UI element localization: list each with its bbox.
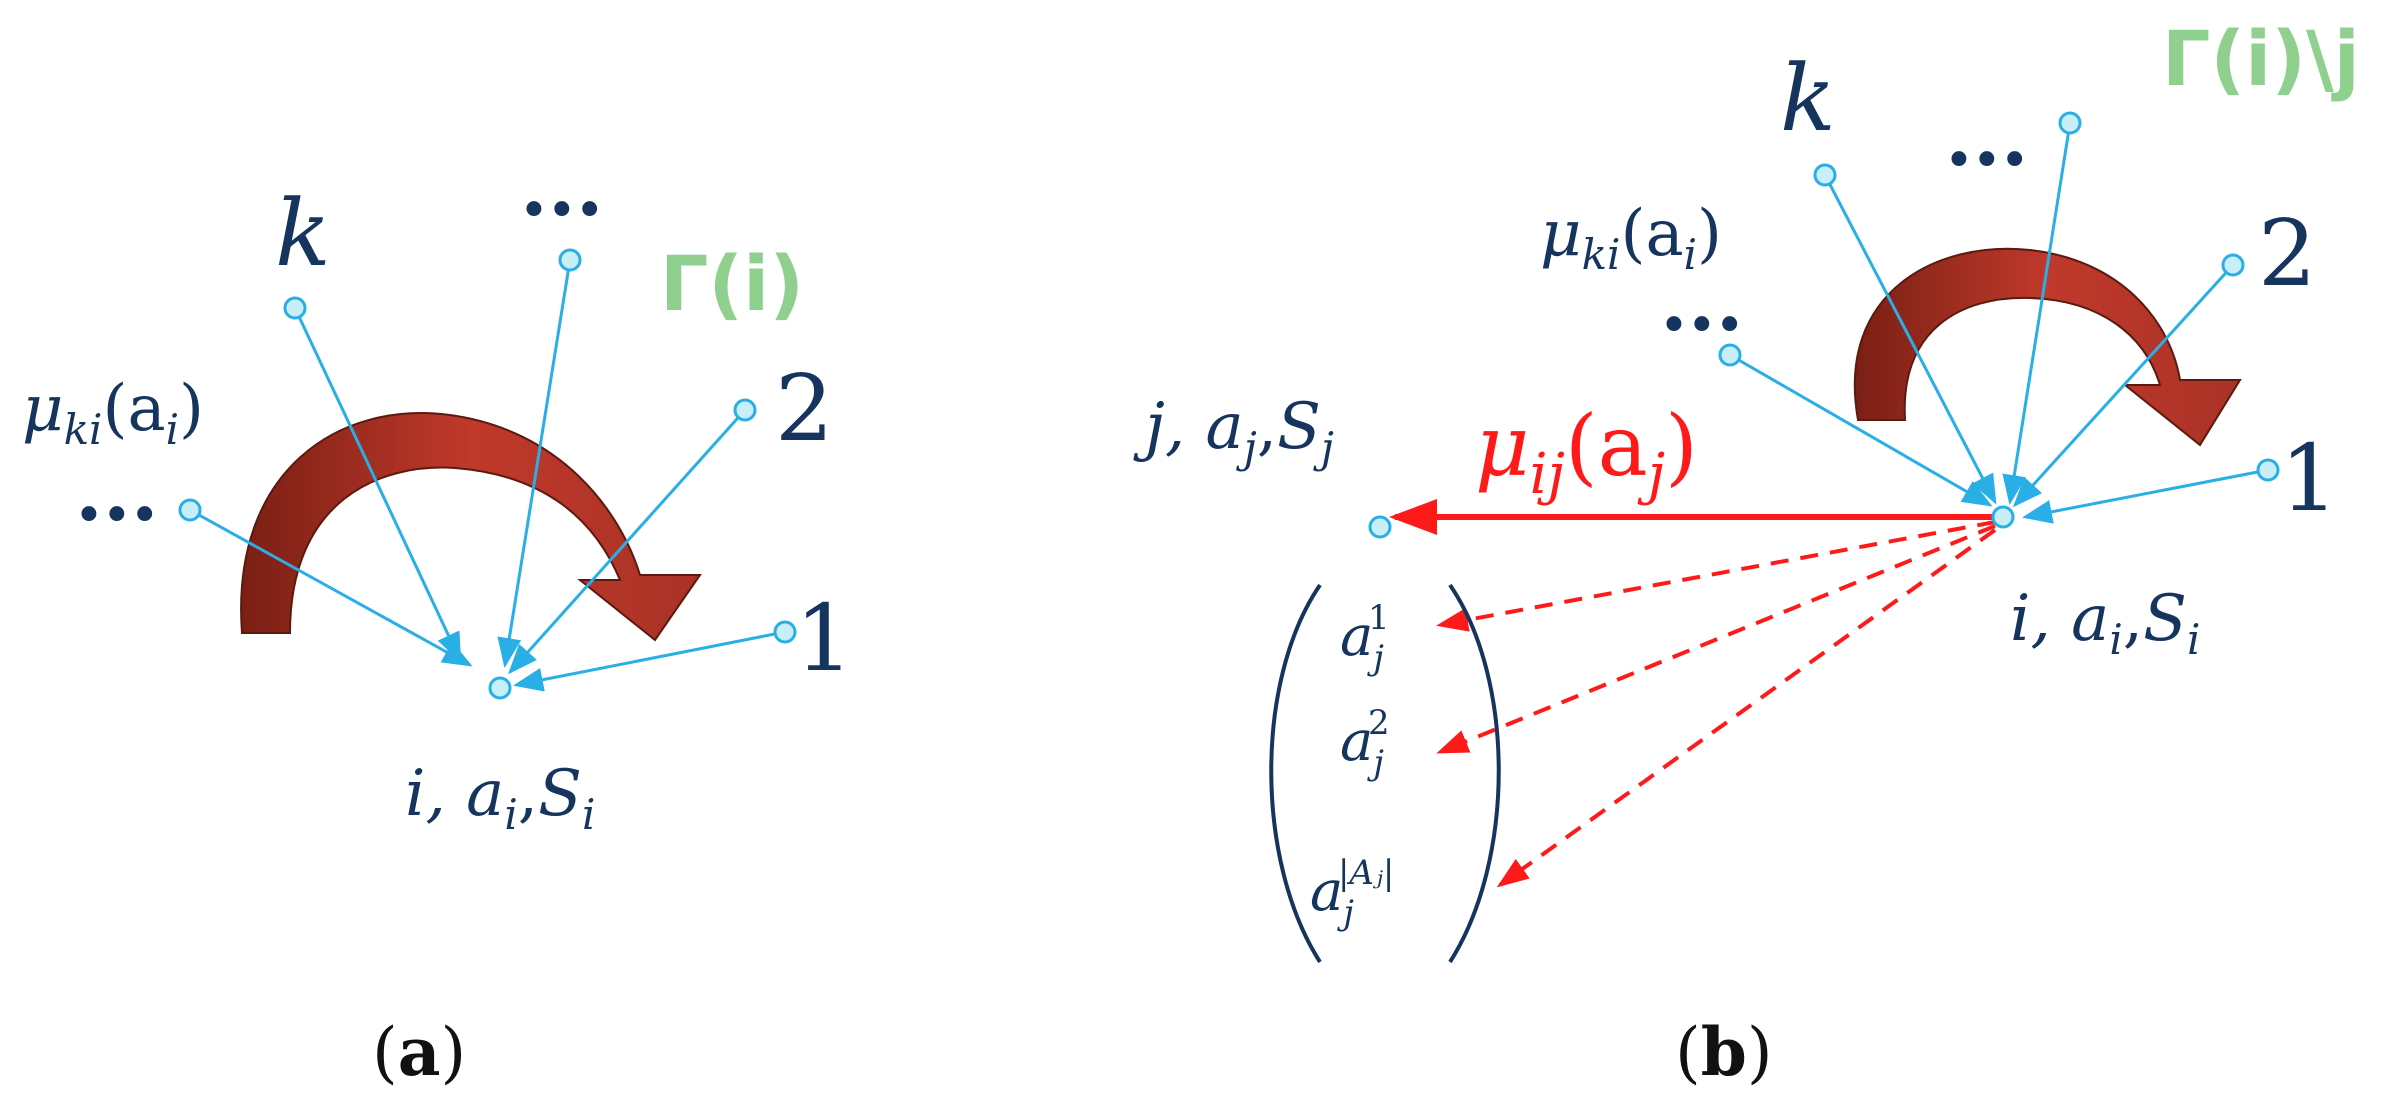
label-dots-left: ...	[75, 445, 159, 539]
option-vector: aj1 aj2 aj|Aⱼ|	[1269, 583, 1501, 964]
node-1	[773, 620, 797, 644]
edge-dots-left-to-i	[189, 508, 473, 667]
label-b-message-mu-ki: μki(ai)	[1540, 197, 1722, 279]
label-b-set-gamma: Γ(i)\j	[2162, 14, 2360, 103]
svg-text:μij(aj): μij(aj)	[1475, 397, 1698, 507]
label-b-1: 1	[2280, 425, 2339, 532]
caption-b: (b)	[1675, 1013, 1773, 1091]
node-2	[733, 398, 757, 422]
label-1: 1	[795, 585, 854, 692]
node-b-i	[1991, 505, 2015, 529]
edge-k-to-i	[293, 307, 462, 663]
label-dots-top: ...	[520, 140, 604, 234]
svg-text:μki(ai): μki(ai)	[1540, 197, 1722, 279]
svg-text:i, ai,Si: i, ai,Si	[2010, 582, 2200, 664]
label-b-k: k	[1780, 45, 1836, 152]
edge-1-to-i	[513, 630, 786, 692]
edge-b-k-to-i	[1823, 174, 1997, 505]
label-b-dots-left: ...	[1660, 255, 1744, 349]
dashed-edge-option-1	[1436, 520, 1996, 632]
svg-text:(b): (b)	[1675, 1013, 1773, 1091]
node-b-j	[1368, 515, 1392, 539]
dashed-edge-option-3	[1496, 528, 1997, 888]
node-dots-top	[558, 248, 582, 272]
label-center-i: i, ai,Si	[405, 757, 595, 839]
svg-text:j, aj,Sj: j, aj,Sj	[1133, 390, 1334, 472]
panel-b: k ... Γ(i)\j 2 1 ... μki(ai) μij(aj) j, …	[1133, 14, 2360, 1091]
caption-a: (a)	[372, 1013, 466, 1091]
label-k: k	[275, 180, 331, 287]
paren-left	[1269, 583, 1322, 964]
edge-b-2-to-i	[2012, 263, 2235, 508]
label-out-message-mu-ij: μij(aj)	[1475, 397, 1698, 507]
option-3: aj|Aⱼ|	[1310, 853, 1394, 933]
label-b-2: 2	[2258, 200, 2317, 307]
label-source-i: i, ai,Si	[2010, 582, 2200, 664]
paren-right	[1448, 583, 1501, 964]
node-k	[283, 296, 307, 320]
node-i	[488, 676, 512, 700]
edge-b-dots-top-to-i	[2002, 122, 2072, 505]
option-1: aj1	[1340, 598, 1390, 678]
label-target-j: j, aj,Sj	[1133, 390, 1334, 472]
svg-text:μki(ai): μki(ai)	[22, 372, 204, 454]
edge-b-dots-left-to-i	[1729, 353, 1993, 507]
node-b-k	[1813, 163, 1837, 187]
node-b-dots-top	[2058, 111, 2082, 135]
svg-text:i, ai,Si: i, ai,Si	[405, 757, 595, 839]
edge-b-1-to-i	[2022, 468, 2269, 524]
edge-dots-top-to-i	[497, 259, 572, 668]
label-message-mu-ki: μki(ai)	[22, 372, 204, 454]
panel-a: k ... Γ(i) 2 1 ... μki(ai) i, ai,Si (a)	[22, 140, 854, 1091]
option-2: aj2	[1340, 703, 1390, 783]
dashed-edge-option-2	[1436, 524, 1996, 754]
node-b-1	[2256, 458, 2280, 482]
node-dots-left	[178, 498, 202, 522]
aggregation-arc-a	[240, 412, 702, 642]
node-b-2	[2221, 253, 2245, 277]
aggregation-arc-b	[1853, 247, 2242, 447]
label-2: 2	[775, 355, 834, 462]
edge-2-to-i	[507, 408, 747, 675]
svg-text:(a): (a)	[372, 1013, 466, 1091]
label-set-gamma: Γ(i)	[660, 239, 804, 328]
label-b-dots-top: ...	[1945, 90, 2029, 184]
node-b-dots-left	[1718, 343, 1742, 367]
